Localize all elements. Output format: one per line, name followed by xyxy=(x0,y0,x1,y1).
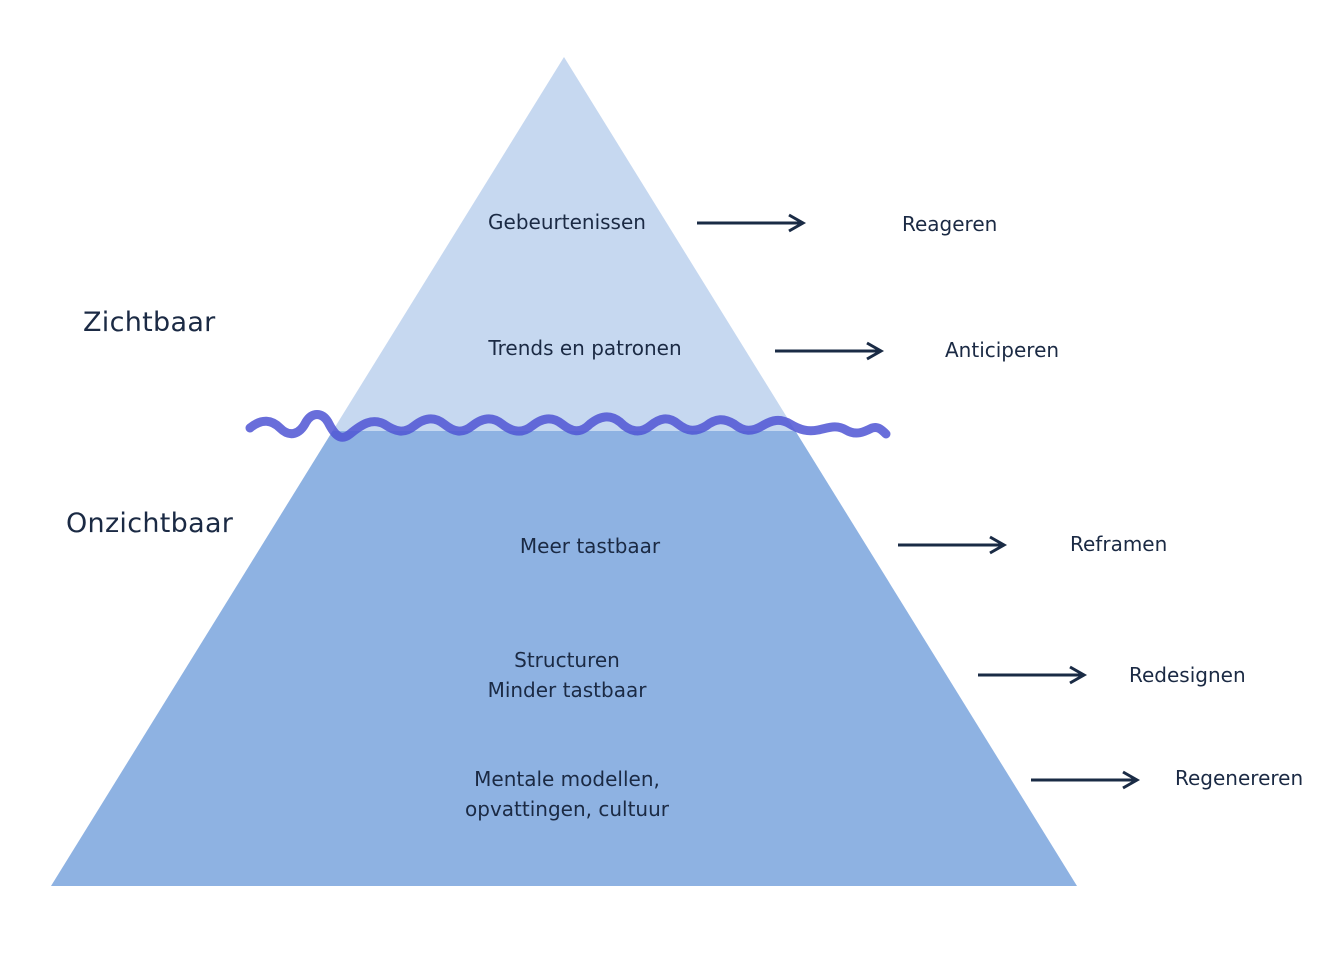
arrow-head xyxy=(788,213,807,233)
layer-line: Trends en patronen xyxy=(488,336,682,360)
arrow-right-icon xyxy=(898,535,1008,555)
layer-line: Gebeurtenissen xyxy=(488,210,646,234)
arrow-head xyxy=(1069,665,1088,685)
pyramid-invisible-section xyxy=(51,431,1077,886)
arrows-group xyxy=(697,213,1141,790)
arrow-right-icon xyxy=(978,665,1088,685)
waterline-wave xyxy=(245,410,891,442)
action-label-react: Reageren xyxy=(902,212,998,236)
layer-label-structures: Structuren Minder tastbaar xyxy=(488,645,647,705)
action-label-reframe: Reframen xyxy=(1070,532,1168,556)
action-label-anticipate: Anticiperen xyxy=(945,338,1060,362)
arrow-right-icon xyxy=(1031,770,1141,790)
pyramid-visible-section xyxy=(332,57,796,431)
layer-line: Structuren xyxy=(514,648,620,672)
arrow-head xyxy=(866,341,885,361)
action-label-regenerate: Regenereren xyxy=(1175,766,1304,790)
layer-line: Meer tastbaar xyxy=(519,534,661,558)
layer-label-events: Gebeurtenissen xyxy=(488,207,646,237)
arrow-right-icon xyxy=(697,213,807,233)
layer-label-trends: Trends en patronen xyxy=(488,333,681,363)
layer-label-tangible: Meer tastbaar xyxy=(520,531,660,561)
layer-line: Minder tastbaar xyxy=(487,678,647,702)
zone-label-visible: Zichtbaar xyxy=(83,307,216,338)
arrow-head xyxy=(1122,770,1141,790)
layer-line: Mentale modellen, xyxy=(474,767,660,791)
arrow-right-icon xyxy=(775,341,885,361)
action-label-redesign: Redesignen xyxy=(1129,663,1246,687)
zone-label-invisible: Onzichtbaar xyxy=(66,508,234,539)
arrow-head xyxy=(989,535,1008,555)
layer-line: opvattingen, cultuur xyxy=(465,797,669,821)
layer-label-mental-models: Mentale modellen, opvattingen, cultuur xyxy=(465,764,669,824)
